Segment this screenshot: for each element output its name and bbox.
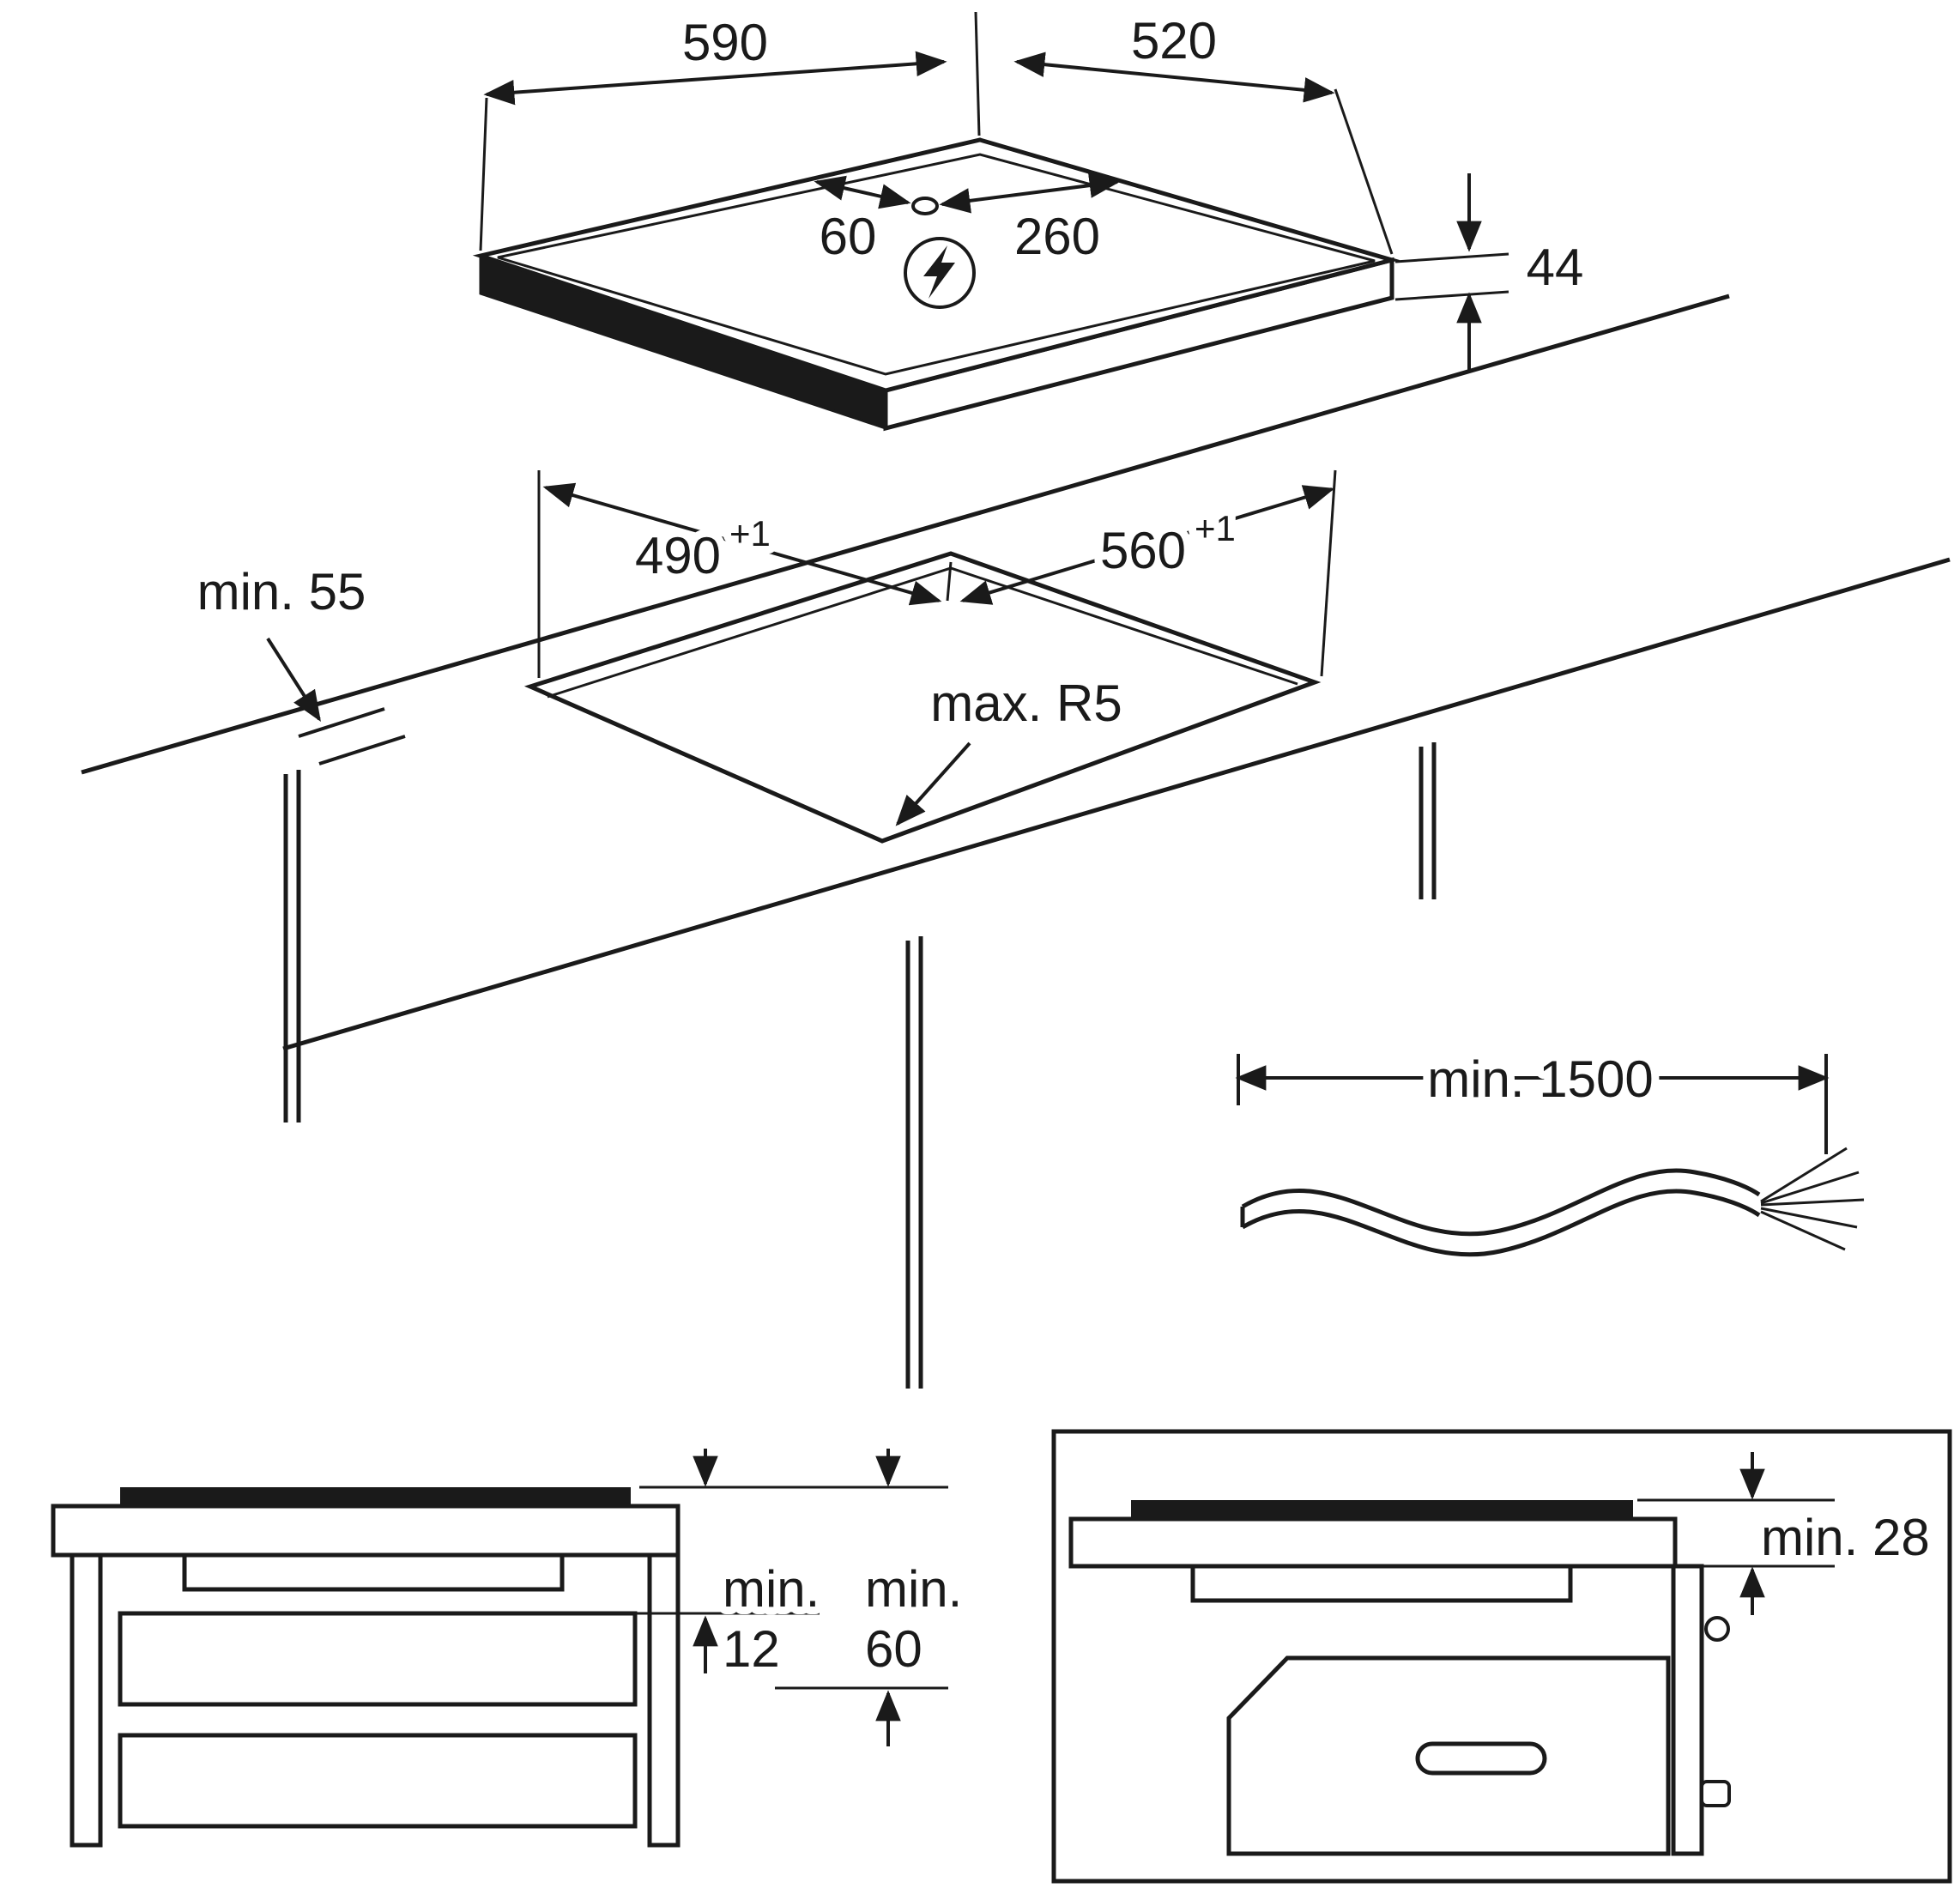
cutout-width-label: 560: [1100, 522, 1186, 579]
hole-offset-label: 60: [820, 208, 877, 265]
ext-line: [1334, 88, 1394, 255]
dim-arrow-hole-center: [939, 172, 1121, 214]
cable-hole: [911, 197, 939, 215]
dim-arrow-cutout-width: [959, 485, 1335, 605]
worktop-cutout-view: min. 55 490 +1 560 +1 max. R5: [81, 293, 1951, 1389]
dim-arrow-width: [483, 51, 947, 106]
worktop-side: [51, 1504, 681, 1558]
hob-width-label: 590: [682, 14, 768, 71]
hob-top-view: 590 520 60 260 44: [472, 11, 1584, 432]
hob-height-label: 44: [1527, 239, 1584, 296]
worktop-front-edge: [282, 557, 1951, 1051]
hinge-pin: [1704, 1616, 1730, 1642]
hob-depth-label: 520: [1131, 12, 1217, 70]
ext-line: [1320, 469, 1337, 677]
worktop-clearance-label: min. 28: [1761, 1509, 1930, 1566]
oven-handle: [1415, 1741, 1547, 1776]
drawer-clearance-value: 12: [723, 1620, 780, 1678]
cable-length-label: min. 1500: [1427, 1050, 1654, 1108]
oven-icon: [1226, 1655, 1671, 1856]
drawer-clearance-view: min. 12 min. 60: [51, 1449, 970, 1848]
hole-center-label: 260: [1014, 208, 1100, 265]
drawer-bottom: [118, 1733, 638, 1829]
oven-clearance-view: min. 28: [1051, 1429, 1952, 1884]
drawer-top: [118, 1611, 638, 1707]
hob-body-side: [1190, 1564, 1573, 1603]
dim-arrow-cutout-depth: [542, 482, 942, 606]
shelf-clearance-label: min.: [865, 1560, 962, 1618]
front-clearance-label: min. 55: [197, 563, 366, 620]
cutout-depth-label: 490: [635, 527, 721, 584]
power-cable-icon: [1240, 1147, 1865, 1257]
clearance-arrow: [266, 637, 321, 723]
hob-body-side: [182, 1552, 565, 1592]
cutout-depth-tolerance: +1: [729, 513, 771, 554]
view-frame: [1051, 1429, 1952, 1884]
hob-glass-side: [120, 1487, 631, 1506]
hob-glass-side: [1131, 1500, 1633, 1519]
dim-arrow-depth: [1013, 51, 1335, 103]
ext-line: [946, 561, 953, 602]
ext-line: [974, 11, 981, 136]
power-cord-view: min. 1500: [1235, 1043, 1865, 1257]
cutout-width-tolerance: +1: [1195, 508, 1236, 548]
drawer-clearance-label: min.: [723, 1560, 820, 1618]
radius-arrow: [895, 741, 971, 826]
table-leg: [647, 1552, 681, 1848]
corner-radius-label: max. R5: [930, 675, 1122, 732]
clearance-tick: [298, 707, 385, 738]
ext-line: [1394, 290, 1509, 301]
ext-line: [479, 97, 488, 251]
ext-line: [1394, 252, 1509, 263]
cabinet-knob: [1700, 1780, 1731, 1807]
clearance-tick: [318, 735, 406, 765]
power-connection-icon: [904, 237, 976, 309]
worktop-side: [1068, 1516, 1678, 1569]
dim-arrow-hole-offset: [814, 175, 911, 209]
table-leg: [70, 1552, 103, 1848]
cabinet-side-panel: [1671, 1564, 1704, 1856]
shelf-clearance-value: 60: [865, 1620, 923, 1678]
